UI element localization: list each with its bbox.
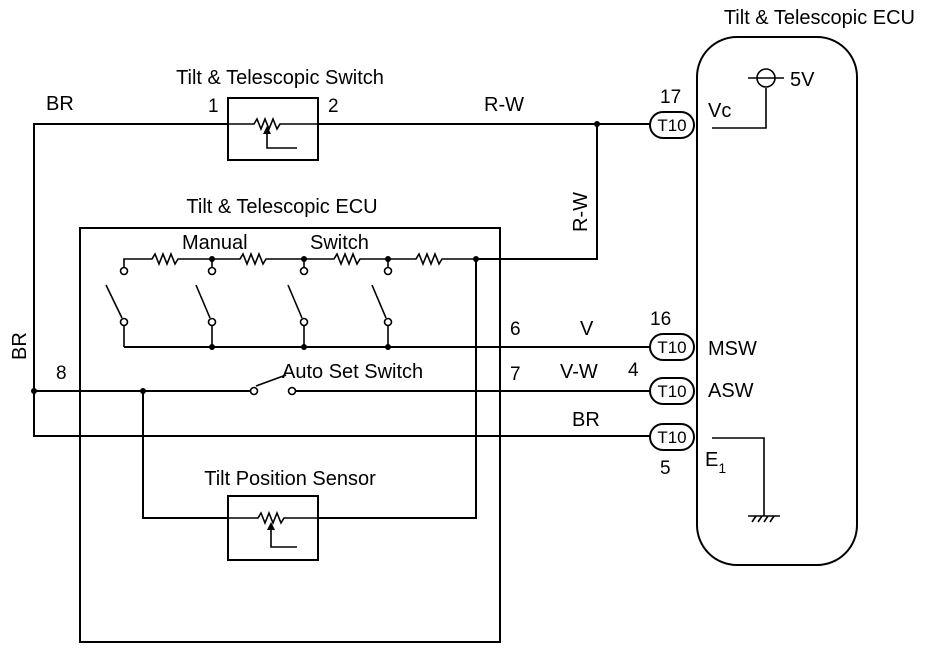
- pin-16: 16: [650, 309, 671, 330]
- tilt-sensor-label: Tilt Position Sensor: [204, 468, 376, 490]
- switch-box: [227, 97, 319, 161]
- tilt-telescopic-switch: Tilt & Telescopic Switch 1 2: [176, 67, 384, 161]
- terminal-e1: E1: [705, 449, 726, 476]
- wire-rw-vertical-label: R-W: [570, 192, 592, 232]
- manual-switch-3-icon: [287, 259, 309, 347]
- wire-sensor-left: [142, 391, 228, 519]
- wire-br-loop: [33, 123, 650, 437]
- connector-t10-17: T10 17: [649, 87, 695, 139]
- svg-text:T10: T10: [657, 382, 686, 401]
- manual-switch-resistor-ladder: [123, 251, 476, 268]
- manual-label: Manual: [182, 232, 248, 254]
- right-ecu-box: [696, 36, 858, 566]
- pin-4: 4: [628, 360, 639, 381]
- left-ecu: Tilt & Telescopic ECU Manual Switch: [31, 196, 650, 643]
- wire-vw-label: V-W: [560, 361, 598, 383]
- auto-set-switch-icon: [249, 374, 297, 396]
- switch-title: Tilt & Telescopic Switch: [176, 67, 384, 89]
- right-ecu: Tilt & Telescopic ECU Vc MSW ASW E1 5V: [696, 7, 915, 566]
- auto-set-switch-label: Auto Set Switch: [282, 361, 423, 383]
- wire-rw-top-label: R-W: [484, 94, 524, 116]
- wire-v-label: V: [580, 318, 594, 340]
- manual-switch-2-icon: [195, 259, 217, 347]
- switch-potentiometer-icon: [228, 116, 318, 149]
- pin-sw1: 1: [208, 96, 219, 117]
- connector-t10-16: T10 16: [649, 309, 695, 361]
- wire-br-top: BR: [46, 93, 74, 115]
- pin-17: 17: [660, 87, 681, 108]
- terminal-vc: Vc: [708, 100, 731, 122]
- manual-switch-4-icon: [371, 259, 393, 347]
- tilt-sensor-box: [227, 495, 319, 561]
- connector-t10-4: T10 4: [628, 360, 695, 405]
- left-ecu-title: Tilt & Telescopic ECU: [186, 196, 377, 218]
- pin-7: 7: [510, 364, 521, 385]
- supply-label: 5V: [790, 69, 815, 91]
- ground-icon: [712, 437, 780, 523]
- terminal-asw: ASW: [708, 380, 754, 402]
- manual-switch-1-icon: [105, 284, 129, 347]
- left-ecu-box: [79, 227, 501, 643]
- wire-br-bottom: BR: [572, 409, 600, 431]
- connector-t10-5: T10 5: [649, 423, 695, 479]
- tilt-sensor-potentiometer-icon: [228, 510, 318, 548]
- pin-6: 6: [510, 319, 521, 340]
- wire-br-left: BR: [9, 332, 31, 360]
- wire-rw-vertical: [476, 124, 598, 260]
- pin-8: 8: [56, 363, 67, 384]
- svg-text:T10: T10: [657, 338, 686, 357]
- pin-sw2: 2: [328, 96, 339, 117]
- supply-5v: 5V: [712, 68, 815, 129]
- right-ecu-title: Tilt & Telescopic ECU: [724, 7, 915, 29]
- wire-sensor-right: [318, 259, 477, 519]
- pin-5: 5: [660, 458, 671, 479]
- terminal-msw: MSW: [708, 338, 757, 360]
- svg-text:T10: T10: [657, 428, 686, 447]
- switch-word-label: Switch: [310, 232, 369, 254]
- svg-text:T10: T10: [657, 116, 686, 135]
